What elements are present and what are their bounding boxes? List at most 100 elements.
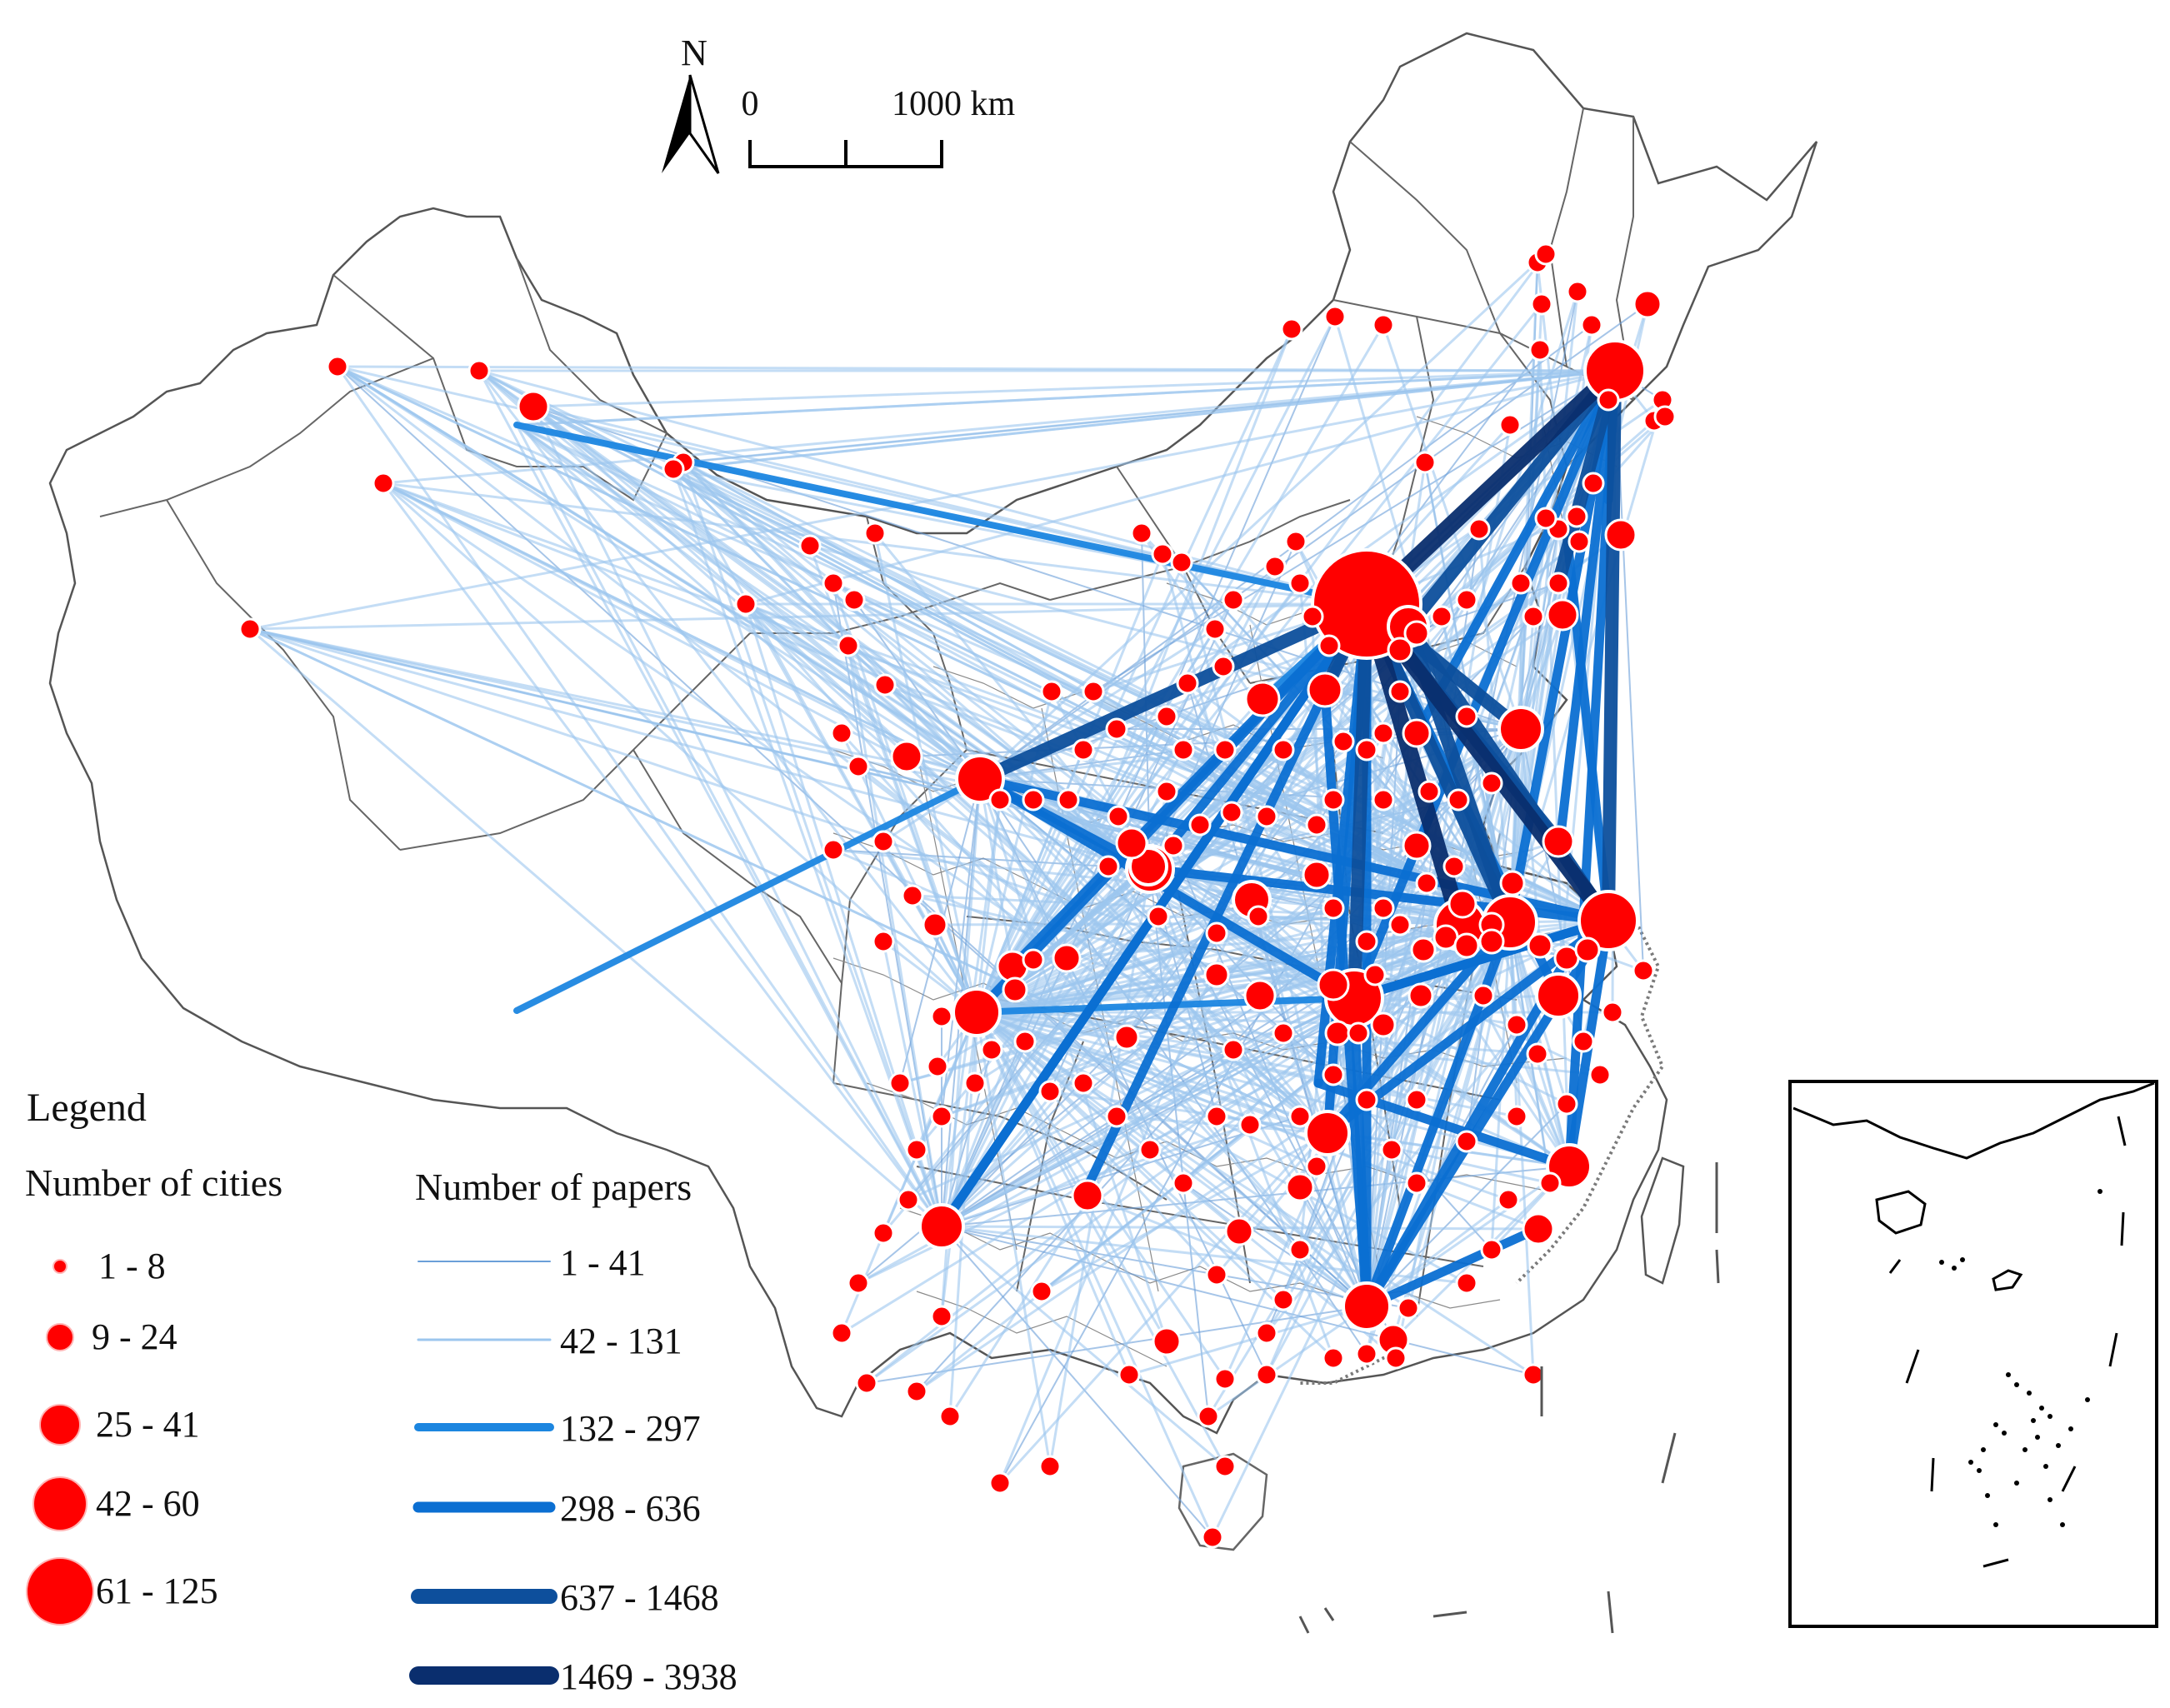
network-link: [975, 1011, 1214, 1539]
network-link: [478, 369, 1368, 606]
city-node: [1155, 780, 1178, 803]
legend-title: Legend: [27, 1086, 147, 1130]
city-node: [1430, 605, 1453, 628]
city-node: [1342, 1281, 1392, 1331]
city-node: [1118, 1363, 1141, 1386]
city-node: [830, 1321, 853, 1345]
city-node: [1597, 388, 1620, 412]
city-node: [1526, 1042, 1549, 1066]
city-node: [1203, 961, 1230, 988]
network-link: [248, 627, 943, 1228]
legend-city-symbol: [52, 1259, 68, 1274]
network-link: [832, 848, 1571, 1168]
network-link: [532, 405, 982, 781]
city-node: [798, 534, 822, 557]
city-node: [734, 592, 758, 616]
city-node: [1002, 976, 1028, 1003]
network-link: [672, 369, 1617, 471]
network-link: [1362, 1224, 1542, 1311]
city-node: [1472, 984, 1495, 1007]
city-node: [1322, 788, 1345, 812]
scale-zero-label: 0: [742, 85, 759, 123]
network-link: [682, 461, 1610, 922]
city-node: [517, 390, 550, 423]
city-node: [1455, 1271, 1478, 1295]
legend-city-label: 1 - 8: [98, 1246, 166, 1286]
city-node: [1566, 280, 1589, 303]
city-node: [1302, 860, 1332, 890]
network-link: [1358, 362, 1623, 612]
city-node: [1162, 834, 1185, 857]
network-link: [515, 369, 1617, 427]
city-node: [1588, 1063, 1612, 1086]
city-node: [1372, 722, 1395, 745]
city-node: [837, 634, 860, 657]
city-node: [988, 788, 1012, 812]
city-node: [905, 1138, 928, 1161]
taiwan-island: [1640, 1156, 1685, 1285]
city-node: [1546, 598, 1579, 632]
city-node: [1324, 1020, 1351, 1046]
network-link: [907, 921, 1512, 1201]
city-node: [1272, 1288, 1295, 1311]
network-link: [1555, 366, 1620, 847]
city-node: [1305, 813, 1328, 837]
city-node: [872, 830, 895, 853]
legend-paper-label: 1 - 41: [560, 1242, 646, 1283]
network-link: [948, 369, 1617, 1418]
city-node: [1418, 780, 1441, 803]
city-node: [842, 588, 866, 612]
city-node: [918, 1203, 965, 1250]
city-node: [1201, 1526, 1224, 1549]
city-node: [1151, 542, 1174, 566]
city-node: [1478, 928, 1505, 955]
legend-paper-label: 1469 - 3938: [560, 1656, 738, 1697]
city-node: [1176, 672, 1199, 695]
network-link: [840, 921, 1512, 1335]
legend-city-symbol: [46, 1323, 74, 1351]
city-node: [1601, 1001, 1624, 1024]
city-node: [1580, 313, 1603, 337]
network-link: [873, 532, 978, 1014]
city-node: [1355, 1088, 1378, 1111]
legend-paper-label: 42 - 131: [560, 1321, 682, 1361]
legend-paper-label: 132 - 297: [560, 1408, 701, 1449]
city-node: [1405, 1088, 1428, 1111]
city-node: [1130, 522, 1153, 545]
city-node: [1030, 1280, 1053, 1303]
network-link: [940, 1225, 1227, 1468]
network-link: [382, 482, 978, 1014]
legend-paper-label: 298 - 636: [560, 1488, 701, 1529]
network-link: [744, 602, 943, 1228]
city-node: [872, 930, 895, 953]
legend: Legend Number of cities Number of papers…: [25, 1086, 738, 1697]
city-node: [930, 1005, 953, 1028]
network-link: [978, 777, 1602, 1076]
network-link: [515, 423, 1329, 1135]
city-node: [1305, 1155, 1328, 1178]
scale-bar: [748, 140, 943, 168]
city-node: [1105, 1105, 1128, 1128]
city-node: [1447, 788, 1470, 812]
city-node: [1280, 317, 1303, 341]
city-node: [1272, 1021, 1295, 1045]
network-link: [1538, 348, 1571, 1168]
city-node: [1107, 805, 1130, 828]
network-link: [1008, 599, 1372, 971]
north-label: N: [681, 32, 708, 73]
network-link: [941, 1226, 1534, 1376]
network-link: [978, 252, 1548, 781]
coastline: [1300, 916, 1665, 1385]
city-node: [1172, 738, 1195, 762]
city-node: [1097, 855, 1120, 878]
network-link: [840, 732, 978, 1014]
network-link: [975, 327, 1293, 1014]
city-node: [897, 1188, 920, 1211]
city-node: [1022, 948, 1045, 971]
city-node: [1213, 1455, 1237, 1478]
city-node: [1038, 1080, 1062, 1103]
city-node: [847, 1271, 870, 1295]
city-node: [922, 911, 948, 938]
maritime-dashes: [1298, 1162, 1720, 1634]
